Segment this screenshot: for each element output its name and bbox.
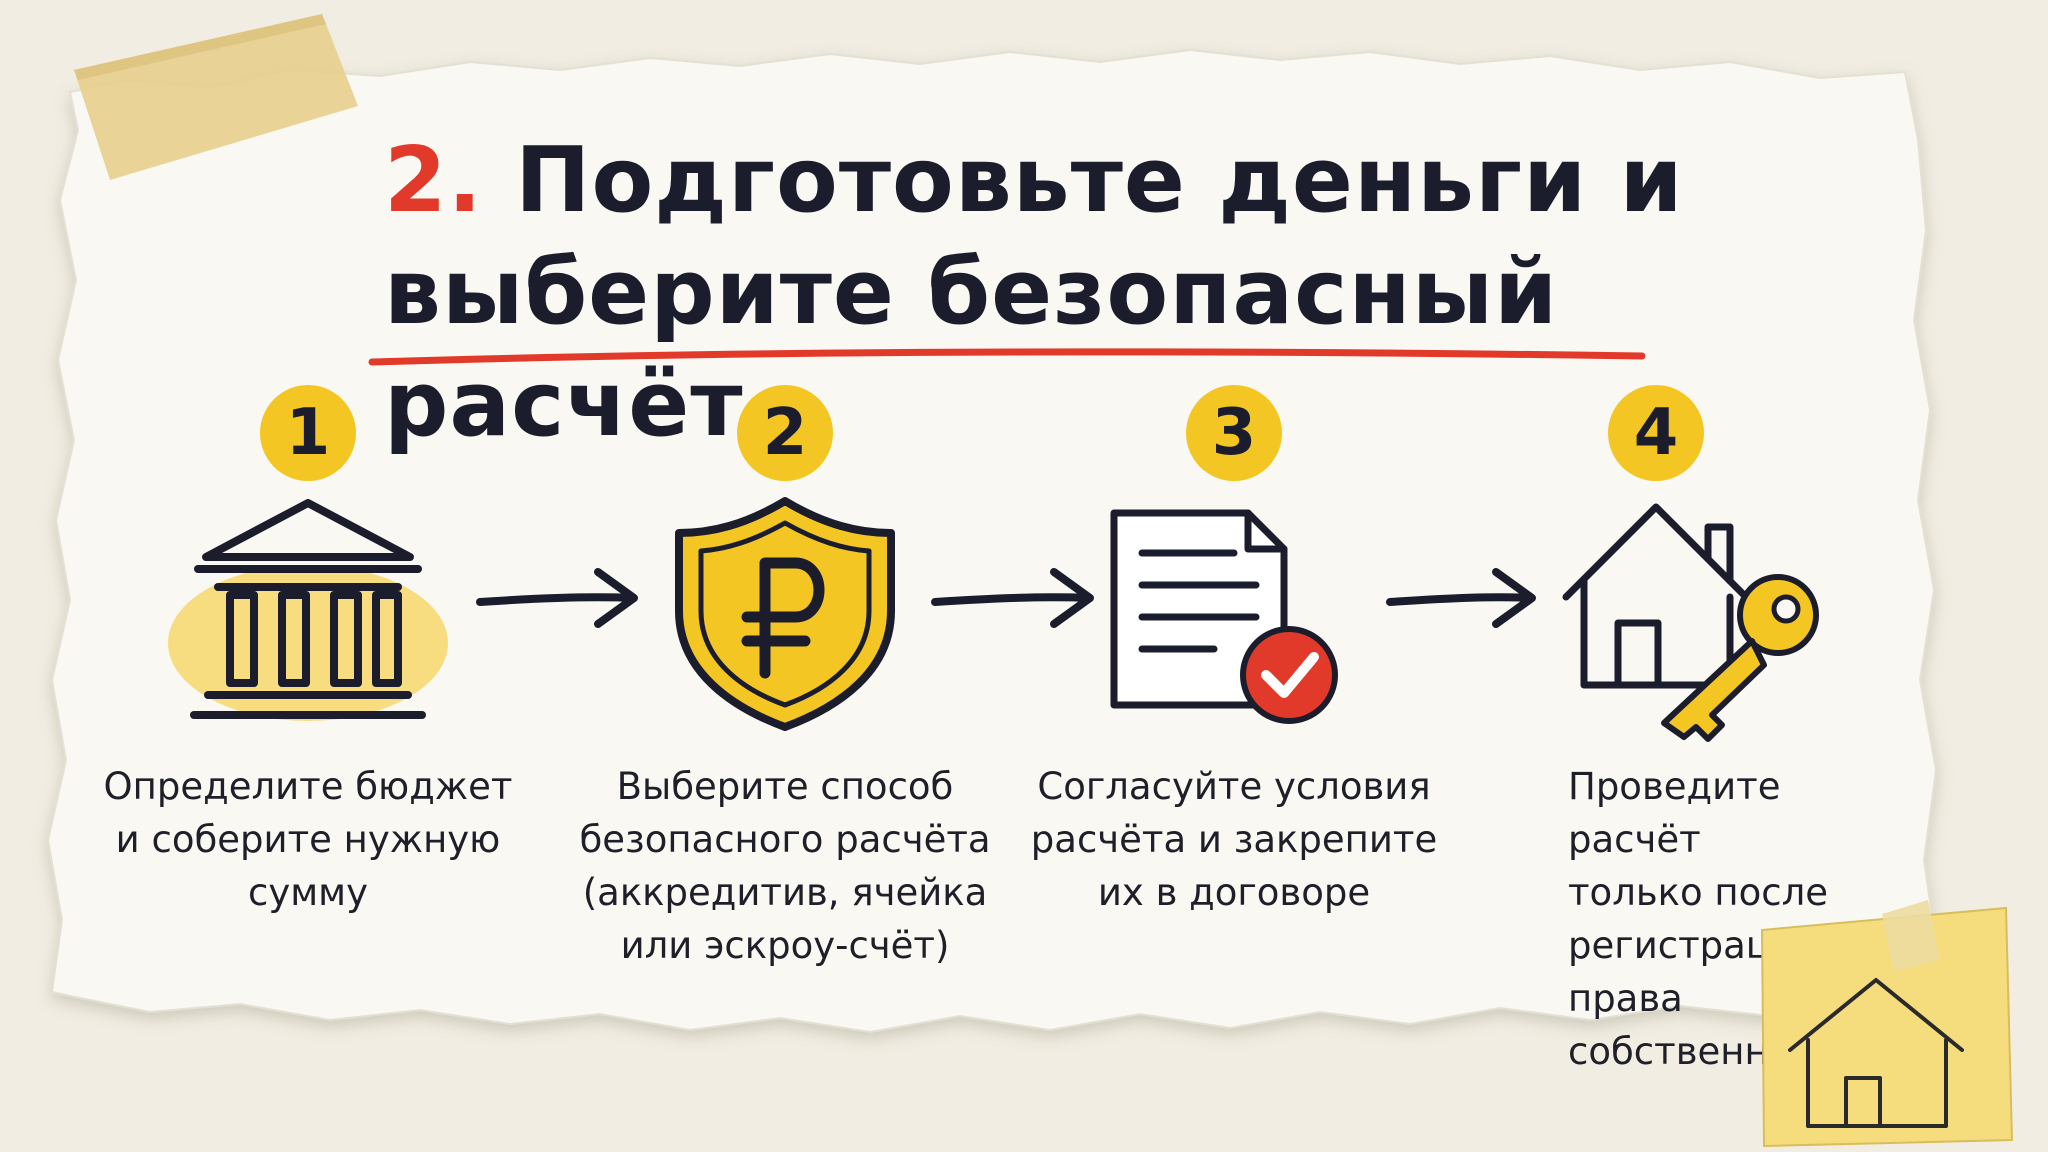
step-caption: Определите бюджет и соберите нужную сумм… [103, 765, 513, 914]
step-badge: 2 [737, 385, 833, 481]
bank-icon [168, 499, 448, 721]
step-badge: 1 [260, 385, 356, 481]
step-1: 1 Определите бюджет и соберите нужную су… [98, 385, 518, 1005]
step-2: 2 Выберите способ безопасного расчёта (а… [575, 385, 995, 1005]
contract-check-icon [1110, 509, 1338, 724]
page-title: 2. Подготовьте деньги и выберите безопас… [384, 125, 1684, 461]
ruble-shield-icon [675, 497, 895, 731]
title-line-1: Подготовьте деньги и [482, 128, 1684, 233]
step-badge: 3 [1186, 385, 1282, 481]
step-caption: Выберите способ безопасного расчёта (акк… [579, 765, 991, 967]
house-key-icon [1562, 503, 1819, 742]
title-number: 2. [384, 128, 483, 233]
title-line-2: выберите безопасный расчёт [384, 240, 1559, 457]
step-badge: 4 [1608, 385, 1704, 481]
step-caption: Согласуйте условия расчёта и закрепите и… [1030, 765, 1438, 914]
step-3: 3 Согласуйте условия расчёта и закрепите… [1024, 385, 1444, 1005]
